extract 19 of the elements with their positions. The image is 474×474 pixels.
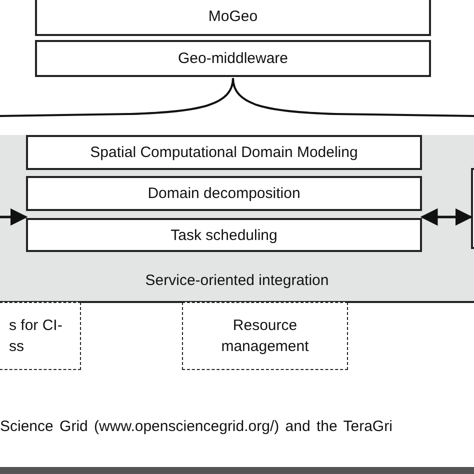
process-box	[26, 135, 422, 170]
layer-box	[35, 0, 431, 36]
box-label: Resource management	[220, 316, 310, 357]
arrow	[0, 208, 28, 226]
panel-background	[0, 135, 474, 303]
box-label: Task scheduling	[170, 226, 278, 246]
box-label: Geo-middleware	[178, 49, 288, 69]
note-text: Science Grid (www.opensciencegrid.org/) and the TeraGri	[0, 418, 392, 435]
process-box	[26, 218, 422, 252]
box-label: MoGeo	[208, 6, 258, 26]
process-box	[26, 176, 422, 211]
box-label: s for CI- ss	[9, 316, 64, 357]
panel-title: Service-oriented integration	[144, 271, 330, 291]
arrow	[420, 208, 473, 226]
layer-box	[35, 40, 431, 77]
dashed-box	[0, 302, 81, 370]
dashed-box	[182, 302, 348, 370]
box-label: Spatial Computational Domain Modeling	[90, 143, 358, 163]
box-label: Domain decomposition	[148, 184, 300, 204]
